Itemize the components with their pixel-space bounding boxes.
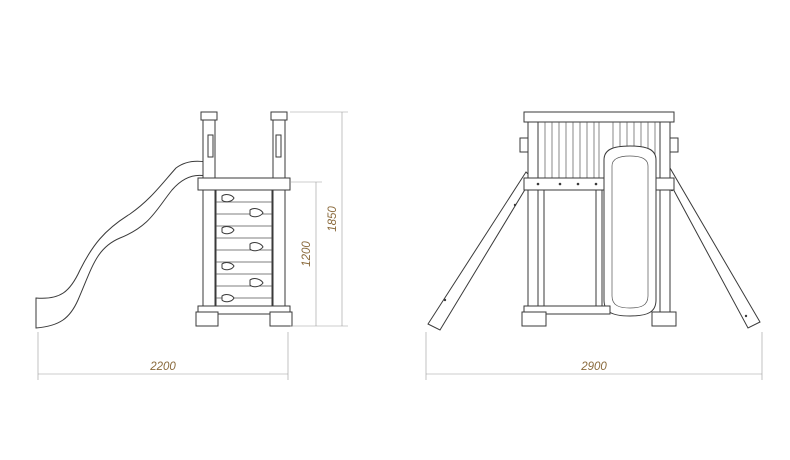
roof-bracket-left (519, 137, 529, 153)
swing-leg-left (427, 171, 533, 331)
climbing-hold (221, 226, 235, 235)
deck-bolts (536, 182, 598, 186)
front-slide (603, 145, 657, 317)
post-cap-right (270, 111, 288, 121)
roof-bracket-right (669, 137, 679, 153)
side-deck-beam (197, 177, 291, 191)
climbing-hold (221, 194, 235, 203)
dimension-front-width: 2900 (425, 332, 763, 380)
dimension-side-width: 2200 (37, 332, 289, 380)
climbing-hold (221, 262, 235, 271)
climbing-hold (221, 294, 235, 303)
side-slide (35, 160, 207, 329)
front-post-left (527, 111, 539, 327)
post-slot-right (275, 134, 282, 158)
climbing-wall-planks (216, 201, 272, 299)
swing-leg-right (663, 167, 761, 329)
dimension-side-height-total: 1850 (290, 111, 348, 327)
climbing-wall (215, 189, 273, 307)
dimension-label-1850: 1850 (327, 206, 339, 232)
front-top-beam (523, 111, 675, 123)
front-post-right (659, 111, 671, 327)
dimension-label-2200: 2200 (149, 361, 176, 373)
post-slot-left (207, 134, 214, 158)
front-bottom-beam (523, 305, 611, 315)
climbing-hold (249, 278, 264, 288)
front-slide-inner (611, 155, 649, 309)
front-foot-right (651, 311, 677, 327)
dimension-label-1200: 1200 (301, 241, 313, 267)
dimension-label-2900: 2900 (580, 361, 607, 373)
dimension-side-height-deck: 1200 (290, 181, 322, 326)
front-inner-post-left (537, 189, 545, 307)
side-foot-left (195, 311, 219, 327)
front-view: 2900 (425, 111, 763, 380)
climbing-hold (249, 208, 264, 218)
front-inner-post-right (595, 189, 603, 307)
climbing-holds (221, 194, 264, 303)
side-foot-right (269, 311, 293, 327)
post-cap-left (200, 111, 218, 121)
front-foot-left (521, 311, 547, 327)
side-view: 2200 1850 1200 (35, 111, 348, 380)
climbing-hold (249, 242, 264, 252)
